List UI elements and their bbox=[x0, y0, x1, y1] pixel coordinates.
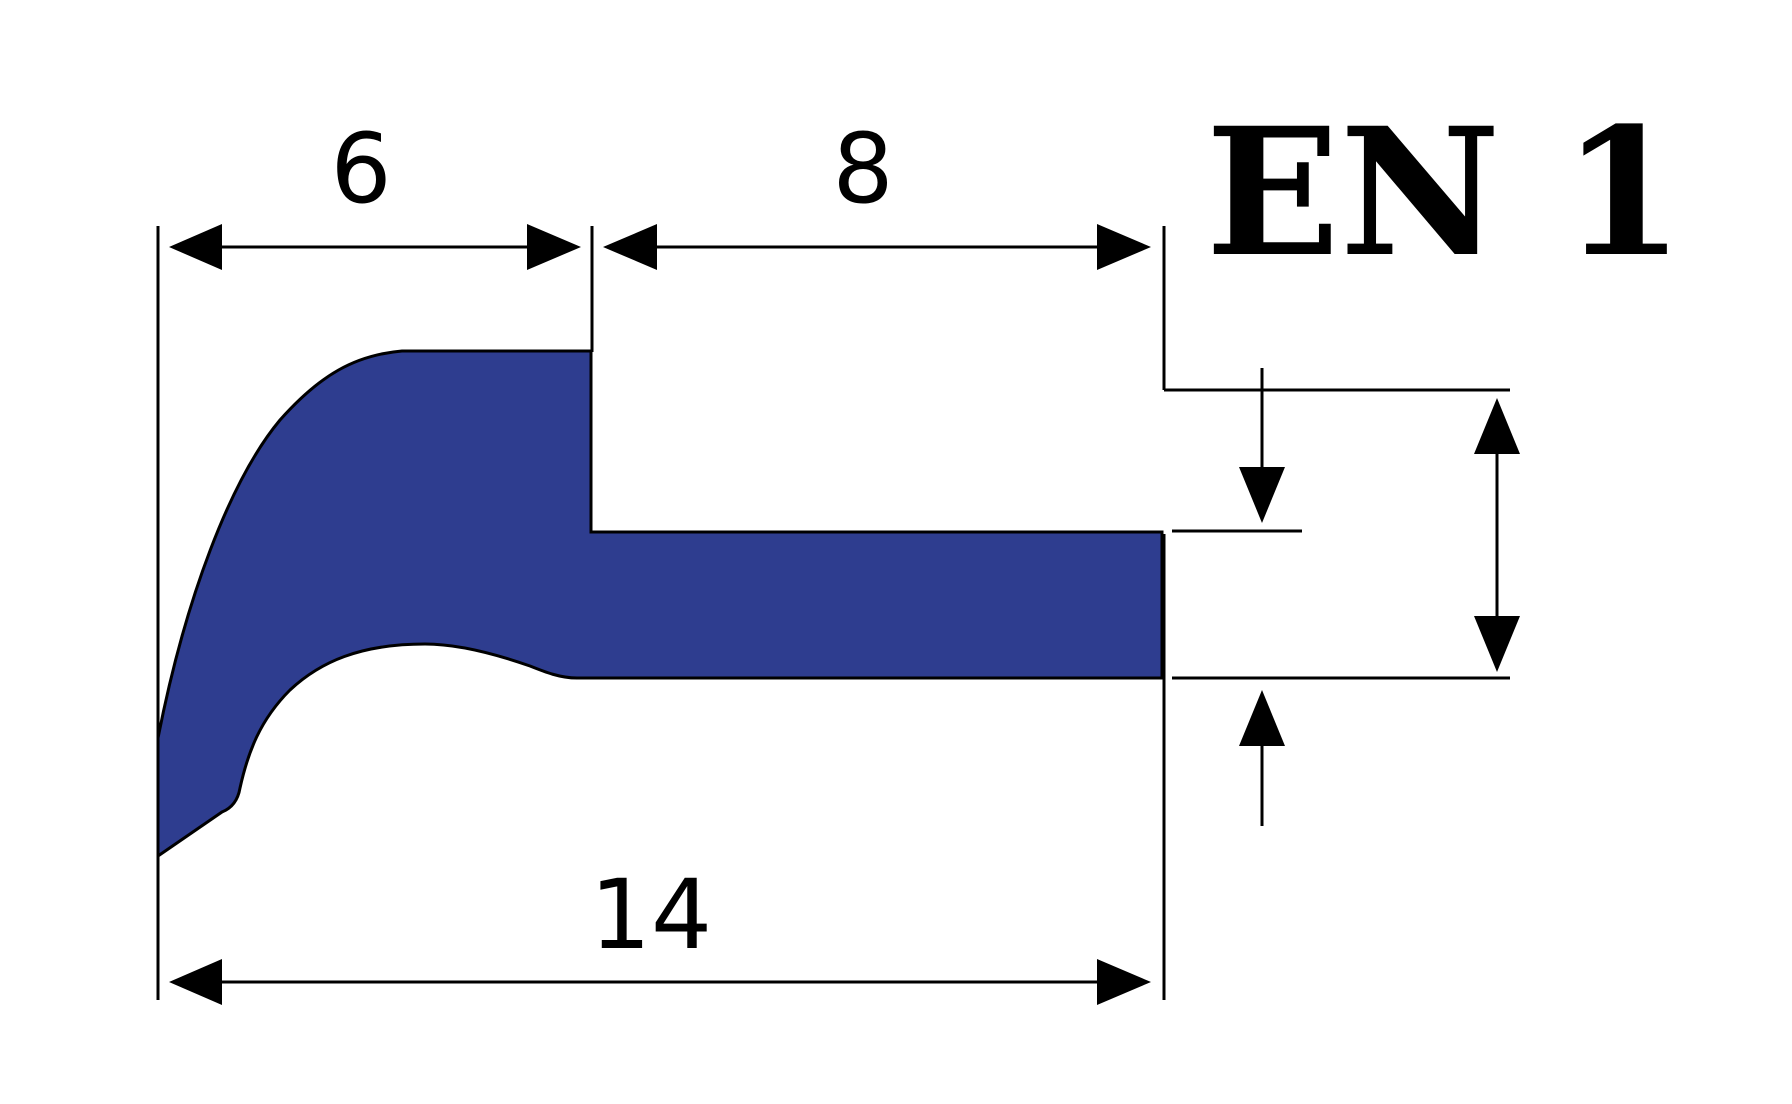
arrowhead-height-top bbox=[1474, 398, 1520, 454]
dimension-label-6: 6 bbox=[330, 113, 391, 225]
dimension-label-8: 8 bbox=[832, 113, 893, 225]
arrowhead-thin-top bbox=[1239, 467, 1285, 523]
profile-shape bbox=[156, 349, 1164, 859]
arrowhead-14-left bbox=[169, 959, 222, 1005]
arrowhead-thin-bottom bbox=[1239, 690, 1285, 746]
profile-title: EN 1 bbox=[1206, 89, 1685, 296]
arrowhead-6-left bbox=[169, 224, 222, 270]
arrowhead-14-right bbox=[1097, 959, 1151, 1005]
arrowhead-8-right bbox=[1097, 224, 1151, 270]
arrowhead-height-bottom bbox=[1474, 616, 1520, 672]
arrowhead-8-left bbox=[603, 224, 657, 270]
arrowhead-6-right bbox=[527, 224, 581, 270]
dimension-label-14: 14 bbox=[590, 859, 712, 971]
